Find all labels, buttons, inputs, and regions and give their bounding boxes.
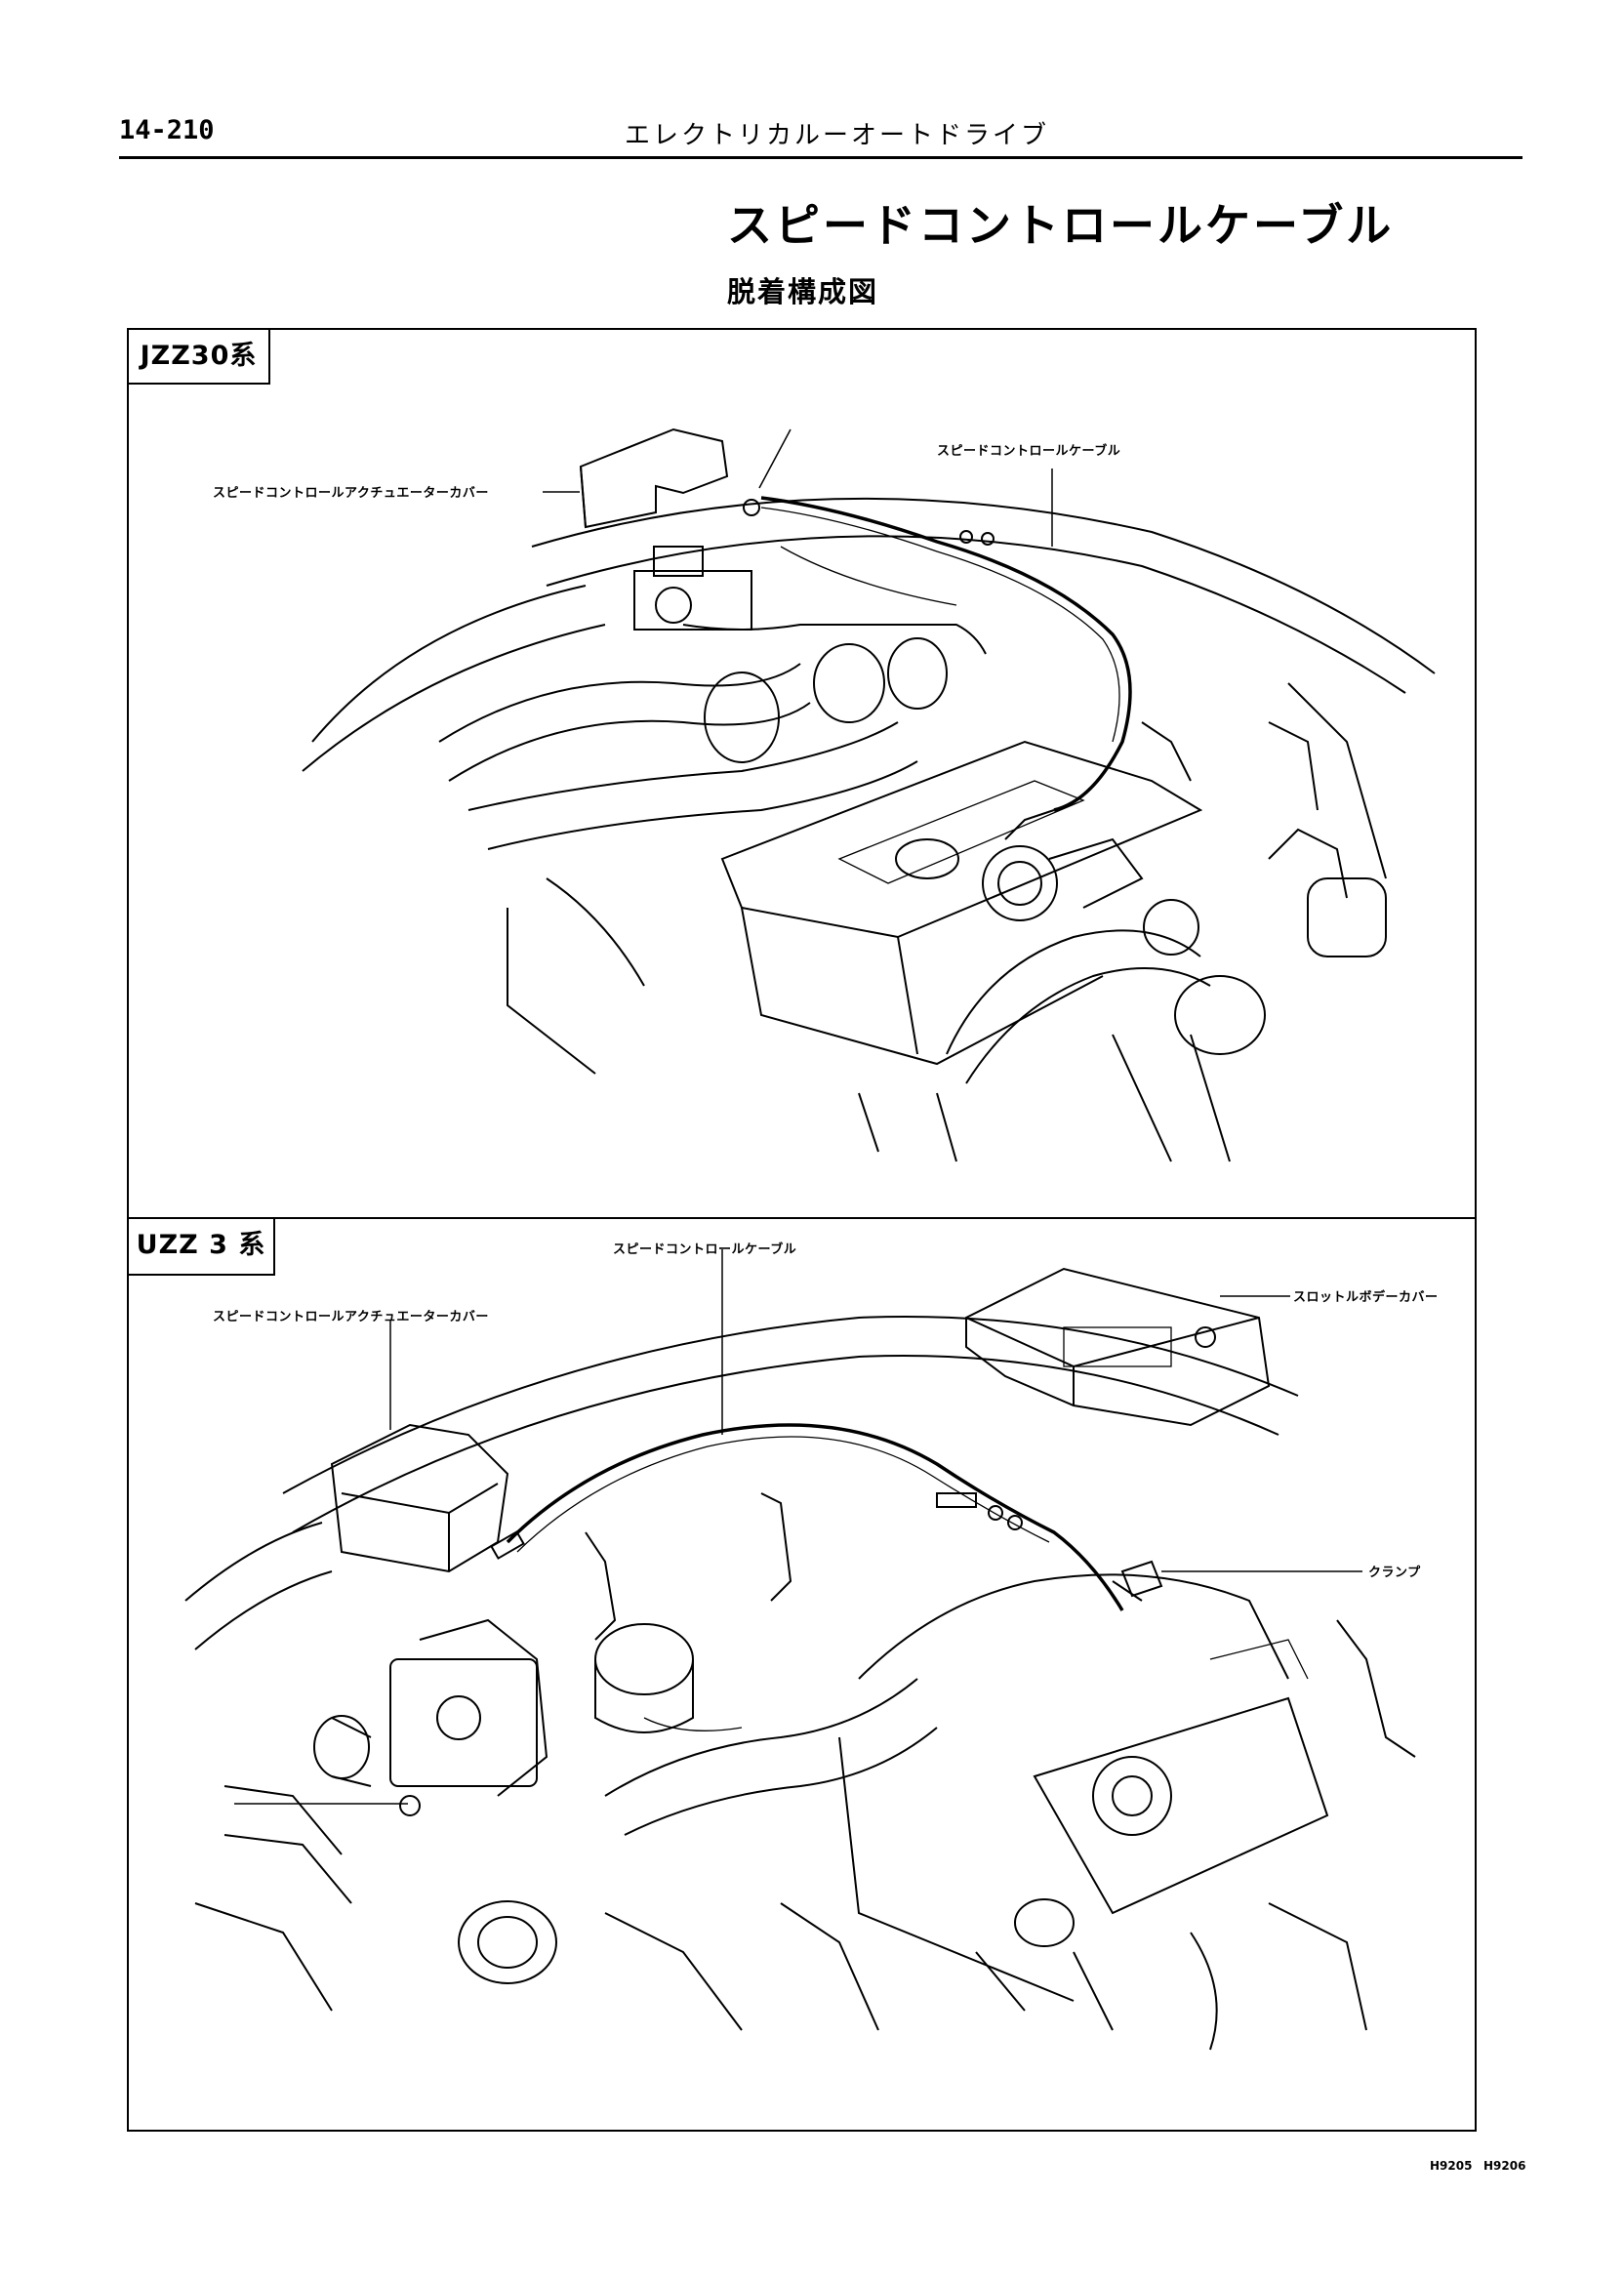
figure-code-2: H9206 [1483,2159,1526,2173]
document-title: スピードコントロールケーブル [727,199,1395,252]
speed-control-cable-a [760,496,1132,812]
figure-frame [127,328,1477,2132]
header-rule [119,156,1522,159]
model-tag-uzz3: UZZ 3 系 [129,1219,275,1276]
model-tag-jzz30: JZZ30系 [129,330,270,385]
actuator-cover-shape-b [330,1423,509,1573]
callout-throttle-body-cover: スロットルボデーカバー [1293,1290,1439,1305]
figure-code-1: H9205 [1430,2159,1473,2173]
page-number: 14-210 [119,115,215,145]
speed-control-cable-b [506,1423,1124,1611]
throttle-body-cover-shape [965,1267,1271,1427]
figure-divider [127,1217,1477,1219]
callout-actuator-cover-jzz30: スピードコントロールアクチュエーターカバー [213,486,489,501]
running-head: エレクトリカルーオートドライブ [625,121,1050,150]
clamp-shape [1120,1560,1163,1598]
engine-bay-drawing-uzz3 [184,1267,1416,2051]
callout-cable-uzz3: スピードコントロールケーブル [613,1242,797,1257]
callout-actuator-cover-uzz3: スピードコントロールアクチュエーターカバー [213,1310,489,1324]
callout-clamp: クランプ [1368,1566,1421,1580]
document-subtitle: 脱着構成図 [727,275,879,308]
callout-cable-jzz30: スピードコントロールケーブル [937,444,1121,459]
actuator-cover-shape-a [579,428,729,529]
engine-bay-drawing-jzz30 [302,428,1436,1162]
